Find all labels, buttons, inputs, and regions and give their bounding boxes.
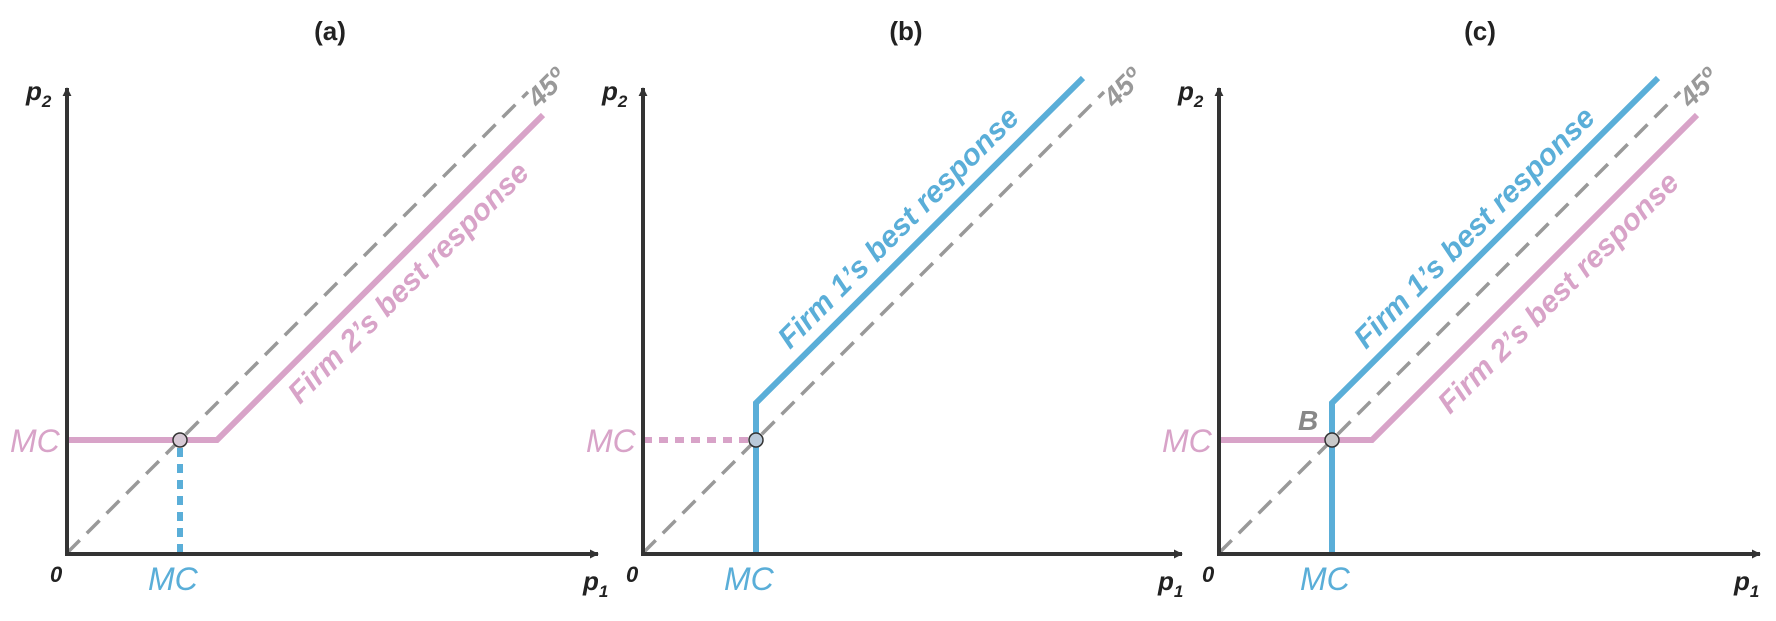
panel-c-origin-label: 0: [1202, 562, 1215, 587]
panel-a-45-degree-line: [65, 90, 530, 555]
panel-b-title: (b): [889, 16, 922, 46]
panel-a-y-axis-label: p2: [25, 76, 52, 111]
panel-a-title: (a): [314, 16, 346, 46]
panel-b-45-degree-line: [641, 90, 1106, 555]
panel-a-firm2-curve-label: Firm 2’s best response: [282, 156, 536, 410]
panel-c-mc-x-label: MC: [1300, 561, 1351, 597]
panel-c-y-axis-label: p2: [1177, 76, 1204, 111]
panel-c-equilibrium-point: [1324, 432, 1340, 448]
panel-b-firm1-curve-label: Firm 1’s best response: [772, 101, 1026, 355]
panel-c-45-degree-label: 45º: [1672, 61, 1725, 114]
panel-a-firm2-best-response-line: [67, 112, 546, 443]
panel-c-mc-y-label: MC: [1162, 423, 1213, 459]
panel-b-mc-x-label: MC: [724, 561, 775, 597]
panel-b-origin-label: 0: [626, 562, 639, 587]
panel-c-firm2-best-response-line: [1219, 112, 1700, 443]
panel-a: (a) 45º Firm 2’s best response p2 p1 0 M…: [10, 16, 608, 601]
panel-b-equilibrium-point: [748, 432, 764, 448]
panel-c-firm2-curve-label: Firm 2’s best response: [1432, 166, 1686, 420]
panel-a-45-degree-label: 45º: [520, 61, 573, 114]
panel-b-45-degree-label: 45º: [1096, 61, 1149, 114]
panel-b-y-axis-label: p2: [601, 76, 628, 111]
panel-a-mc-x-label: MC: [148, 561, 199, 597]
panel-b: (b) 45º Firm 1’s best response p2 p1 0 M…: [586, 16, 1183, 601]
panel-c-firm1-best-response-line: [1329, 75, 1661, 553]
panel-c-45-degree-line: [1217, 90, 1682, 555]
panel-c: (c) 45º Firm 2’s best response Firm 1’s …: [1162, 16, 1761, 601]
panel-b-x-axis-label: p1: [1157, 566, 1183, 601]
panel-c-firm1-curve-label: Firm 1’s best response: [1348, 101, 1602, 355]
panel-a-mc-y-label: MC: [10, 423, 61, 459]
panel-a-x-axis-label: p1: [582, 566, 608, 601]
panel-c-title: (c): [1464, 16, 1496, 46]
panel-b-firm1-best-response-line: [753, 75, 1086, 553]
panel-a-origin-label: 0: [50, 562, 63, 587]
panel-a-equilibrium-point: [172, 432, 188, 448]
panel-b-mc-y-label: MC: [586, 423, 637, 459]
panel-c-equilibrium-label: B: [1298, 405, 1318, 436]
panel-c-x-axis-label: p1: [1733, 566, 1759, 601]
